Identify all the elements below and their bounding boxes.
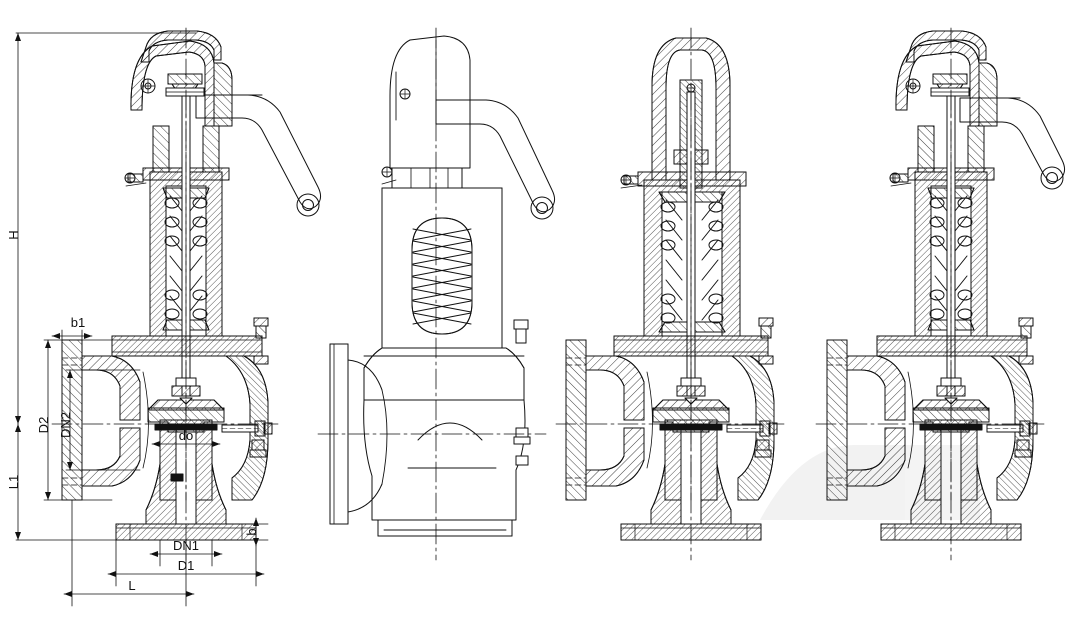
dim-label-L: L	[128, 578, 135, 593]
closed-cap-3	[651, 37, 731, 189]
dim-label-D1: D1	[178, 558, 195, 573]
view-4-sectional-with-lever	[815, 27, 1066, 561]
seal-screw-1	[124, 172, 147, 187]
adjusting-ring-pin-1	[221, 420, 273, 437]
cap-yoke-4	[895, 30, 998, 127]
centerline-group-3	[555, 27, 785, 561]
bonnet-bolt-1	[253, 317, 269, 365]
spring-window-2	[411, 217, 473, 335]
bonnet-bolt-3	[758, 317, 774, 365]
seal-screw-3	[620, 174, 643, 189]
lifting-lever-2	[435, 99, 556, 220]
bonnet-bolt-4	[1018, 317, 1034, 365]
adjusting-ring-pin-4	[986, 420, 1038, 437]
dim-label-do: do	[179, 428, 193, 443]
body-bolt-3	[754, 439, 772, 458]
body-bolt-1	[249, 439, 267, 458]
body-bolt-4	[1014, 439, 1032, 458]
centerline-group-2	[317, 27, 547, 561]
dim-label-D2: D2	[36, 417, 51, 434]
cap-yoke-1	[130, 30, 233, 127]
valve-body-4	[826, 317, 1038, 541]
dim-label-DN1: DN1	[173, 538, 199, 553]
dim-label-b: b	[244, 528, 259, 535]
view-2-external-elevation	[317, 27, 556, 561]
view-1-sectional-with-lever	[51, 27, 322, 561]
adjusting-ring-pin-3	[726, 420, 778, 437]
lifting-lever-4	[959, 97, 1066, 190]
dim-label-DN2: DN2	[58, 412, 73, 438]
seal-screw-4	[889, 172, 912, 187]
dimension-text-group: H L1 D2 DN2 b1 b DN1 D1 L do	[6, 230, 259, 593]
valve-body-3	[565, 317, 778, 541]
valve-body-1	[61, 317, 273, 541]
lifting-lever-1	[195, 94, 322, 217]
centerline-group-4	[815, 27, 1045, 561]
dim-label-b1: b1	[71, 315, 85, 330]
bonnet-bolt-2	[513, 319, 529, 344]
cap-2	[389, 35, 471, 169]
lock-nut-2	[381, 166, 463, 189]
dim-label-H: H	[6, 230, 21, 239]
bonnet-2	[381, 187, 503, 349]
dimension-annotations	[15, 32, 269, 607]
ring-pin-boss-2	[513, 427, 531, 466]
view-3-sectional-closed-cap	[555, 27, 785, 561]
dim-label-L1: L1	[6, 475, 21, 489]
spring-2	[412, 228, 472, 325]
centerline-group-1	[51, 27, 279, 561]
valve-body-2	[329, 319, 531, 537]
